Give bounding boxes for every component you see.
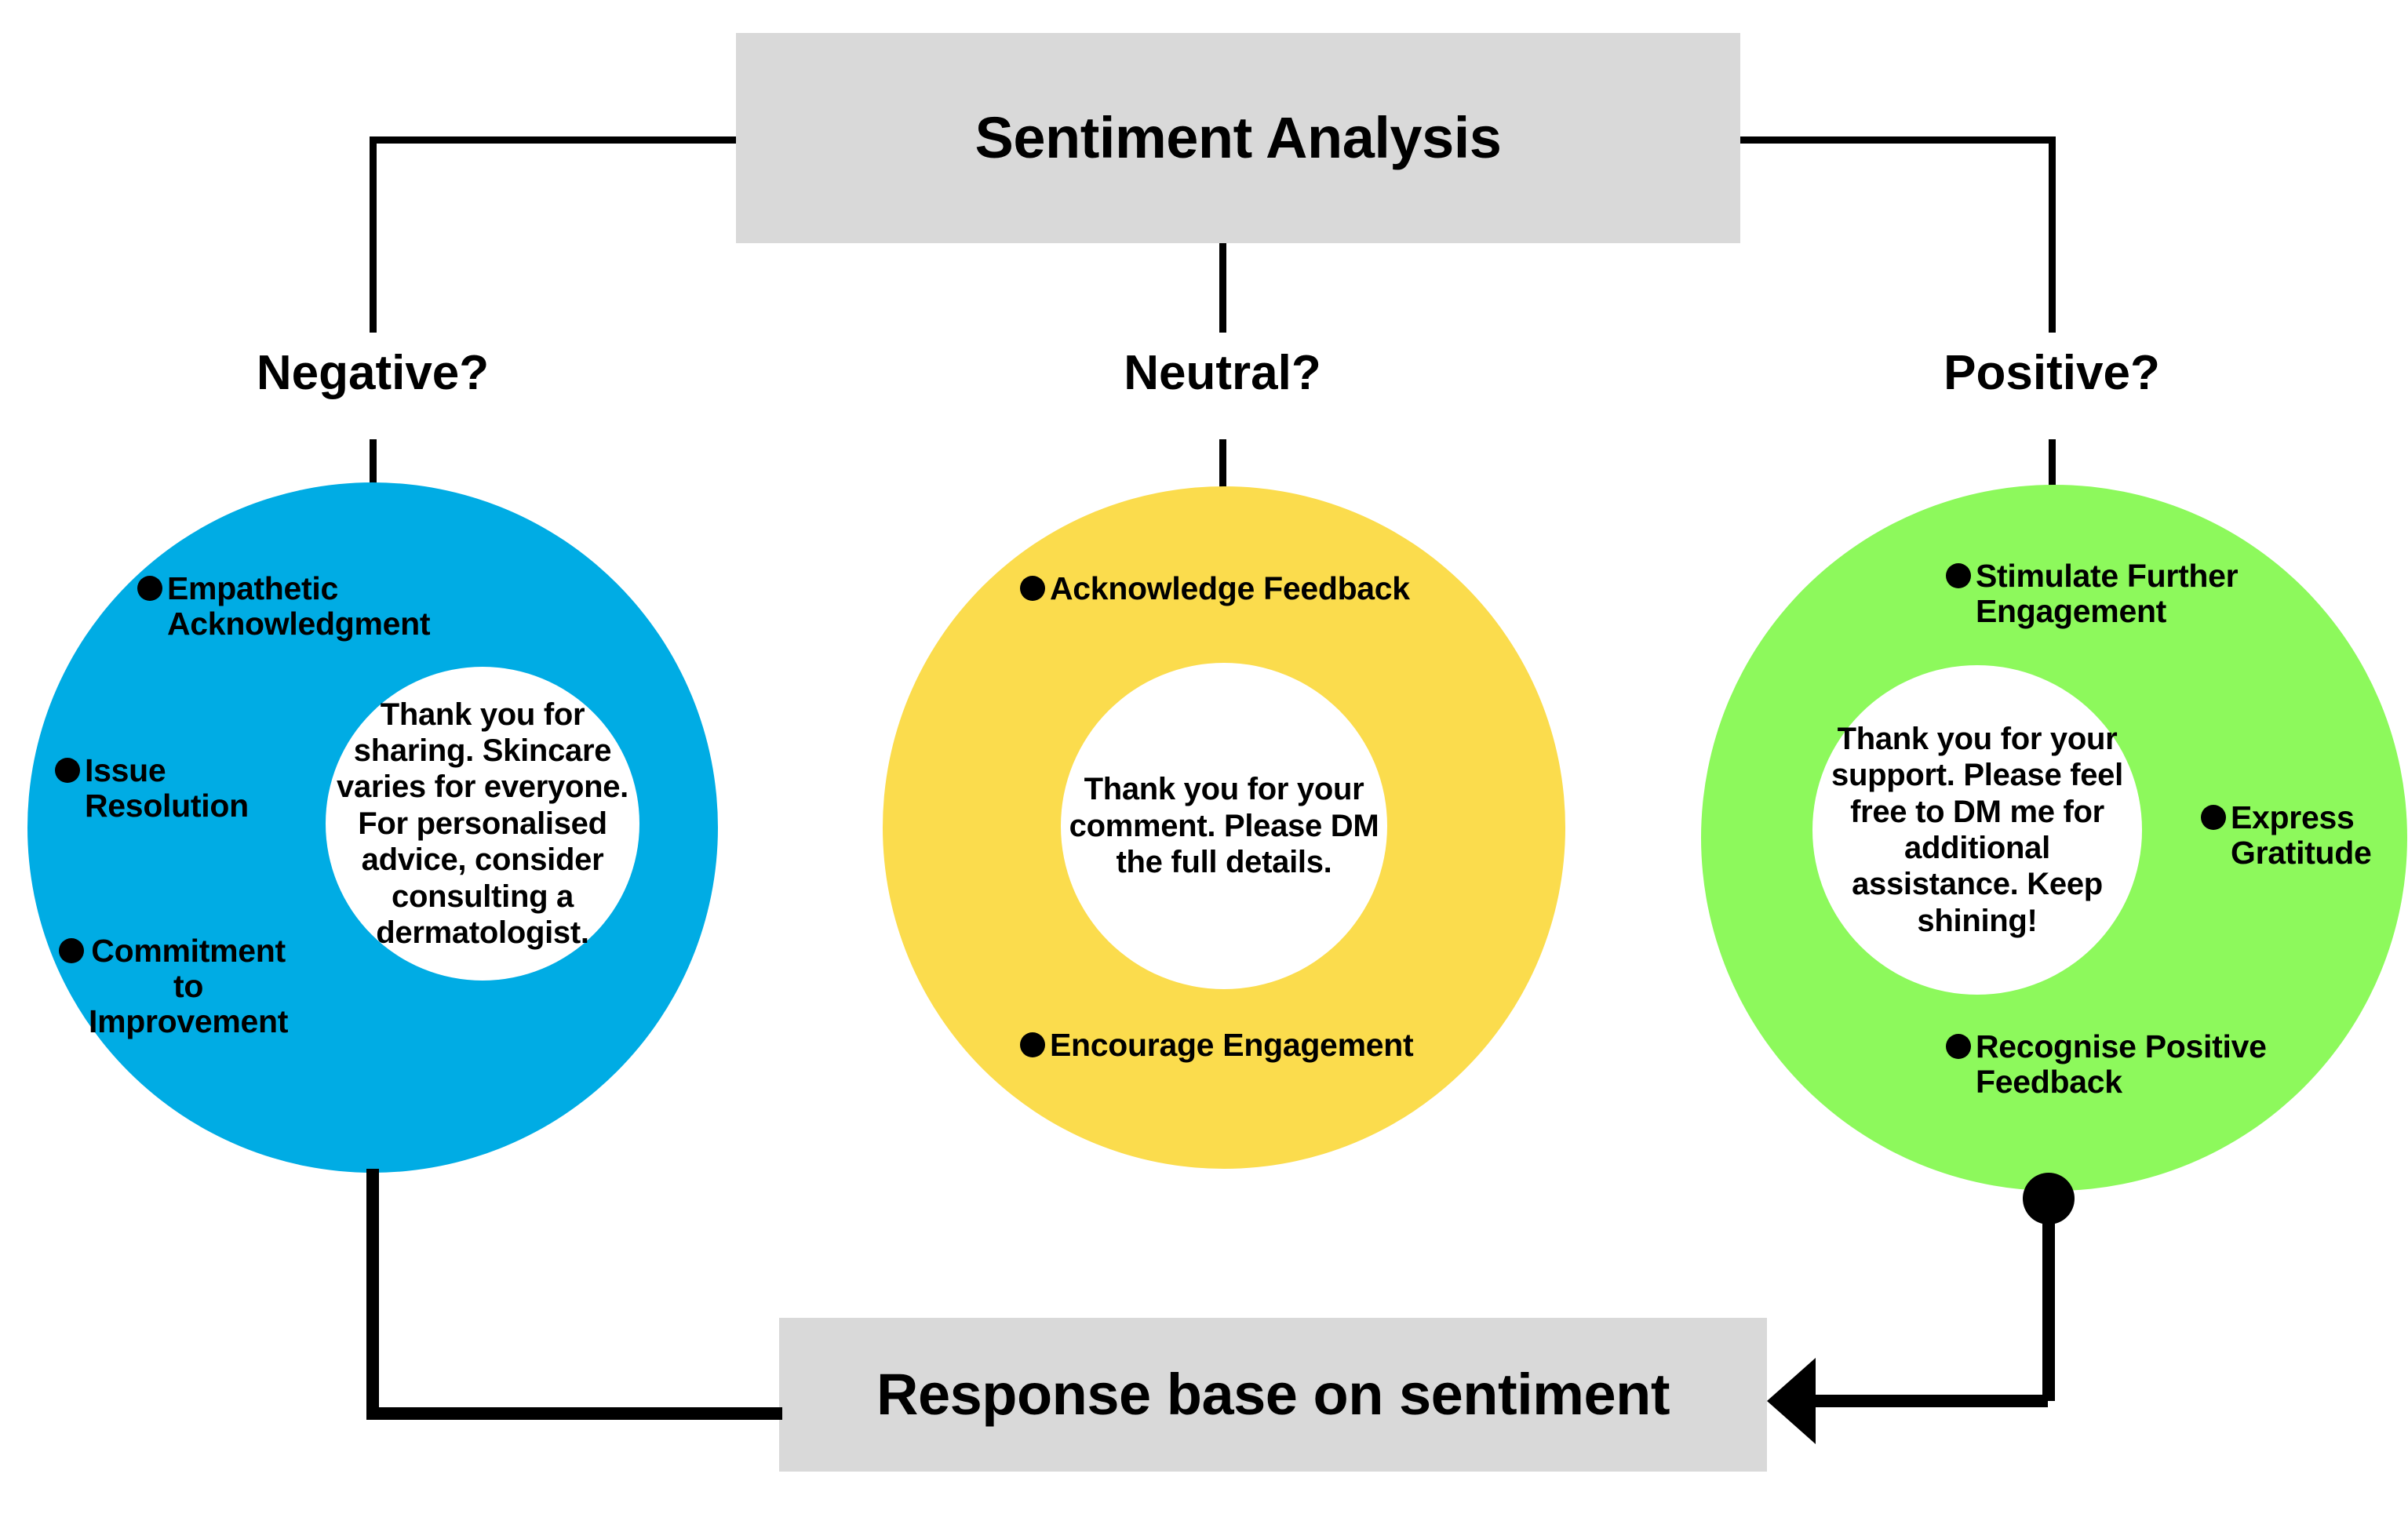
branch-label-negative: Negative? <box>256 346 490 400</box>
connector-title-to-positive-horizontal <box>1740 136 2056 144</box>
branch-label-neutral: Neutral? <box>1124 346 1321 400</box>
positive-ring-item-1: Express Gratitude <box>2201 799 2405 871</box>
bullet-icon <box>55 758 80 783</box>
positive-output-node-dot <box>2023 1173 2075 1224</box>
bullet-icon <box>1020 576 1045 601</box>
page-title: Sentiment Analysis <box>974 104 1502 170</box>
response-box-label: Response base on sentiment <box>876 1361 1670 1427</box>
connector-title-to-negative-horizontal <box>370 136 739 144</box>
bullet-icon <box>137 576 162 601</box>
connector-negative-to-response-vertical <box>366 1169 379 1420</box>
bullet-icon <box>1946 563 1971 588</box>
negative-response-text: Thank you for sharing. Skincare varies f… <box>337 697 628 950</box>
connector-negative-to-response-horizontal <box>366 1407 782 1420</box>
connector-title-to-neutral-vertical <box>1219 243 1226 333</box>
negative-ring-item-2: Commitment to Improvement <box>59 933 326 1039</box>
connector-title-to-positive-vertical <box>2049 136 2056 333</box>
connector-positive-to-response-vertical <box>2042 1208 2055 1401</box>
connector-positive-label-stub <box>2049 439 2056 518</box>
neutral-response-hole: Thank you for your comment. Please DM th… <box>1061 663 1387 989</box>
neutral-response-text: Thank you for your comment. Please DM th… <box>1069 772 1379 880</box>
negative-ring-item-1: Issue Resolution <box>55 752 290 824</box>
positive-response-text: Thank you for your support. Please feel … <box>1831 721 2123 938</box>
connector-negative-label-stub <box>370 439 377 518</box>
connector-neutral-label-stub <box>1219 439 1226 518</box>
bullet-icon <box>1946 1034 1971 1059</box>
bullet-icon <box>59 938 84 963</box>
bullet-icon <box>1020 1032 1045 1057</box>
branch-label-positive: Positive? <box>1944 346 2160 400</box>
response-base-on-sentiment-box: Response base on sentiment <box>779 1318 1767 1472</box>
negative-ring-item-0: Empathetic Acknowledgment <box>137 570 431 642</box>
bullet-icon <box>2201 805 2226 830</box>
sentiment-analysis-title-box: Sentiment Analysis <box>736 33 1740 243</box>
positive-ring-item-2: Recognise Positive Feedback <box>1946 1028 2283 1100</box>
positive-ring-item-0: Stimulate Further Engagement <box>1946 558 2283 629</box>
negative-response-hole: Thank you for sharing. Skincare varies f… <box>326 667 639 981</box>
connector-title-to-negative-vertical <box>370 136 377 333</box>
positive-response-hole: Thank you for your support. Please feel … <box>1812 665 2142 995</box>
connector-positive-to-response-horizontal <box>1812 1395 2048 1407</box>
response-arrow-head <box>1767 1358 1816 1444</box>
neutral-ring-item-1: Encourage Engagement <box>1020 1027 1483 1063</box>
neutral-ring-item-0: Acknowledge Feedback <box>1020 570 1475 606</box>
